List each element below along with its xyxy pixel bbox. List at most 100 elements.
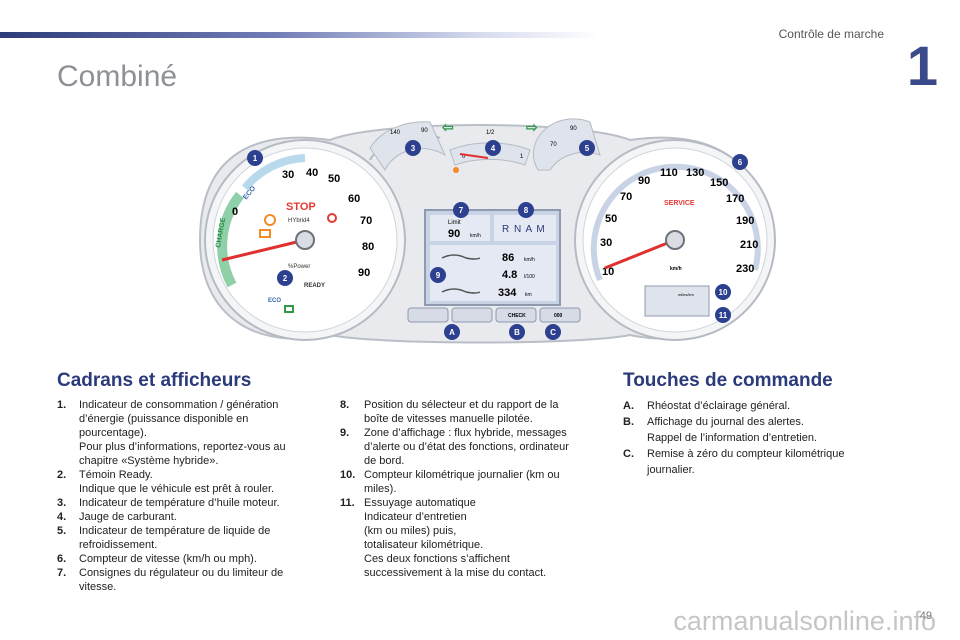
range-value: 334 — [498, 287, 517, 299]
limit-unit: km/h — [470, 233, 481, 239]
list-item: 11.Essuyage automatique Indicateur d’ent… — [340, 497, 547, 579]
speed-tick-label: 130 — [686, 167, 704, 179]
speed-tick-label: 90 — [638, 175, 650, 187]
section-title-touches: Touches de commande — [623, 370, 833, 391]
callout-2: 2 — [283, 274, 288, 283]
reset-button-label: 000 — [554, 313, 563, 319]
engine-warning-icon — [259, 229, 271, 238]
power-label: %Power — [288, 264, 310, 270]
odometer-display — [644, 285, 710, 317]
callout-1: 1 — [253, 154, 258, 163]
check-button-label: CHECK — [508, 313, 526, 319]
fuel-full: 1 — [520, 154, 524, 160]
range-unit: km — [525, 292, 532, 298]
power-tick-label: 30 — [282, 169, 294, 181]
oil-temp-mid: 90 — [421, 128, 428, 134]
callout-11: 11 — [719, 311, 728, 320]
callout-b: B — [514, 328, 520, 337]
coolant-temp-gauge — [533, 118, 601, 171]
car-icon — [441, 288, 481, 294]
check-button[interactable] — [495, 307, 537, 323]
speed-unit: km/h — [670, 266, 682, 272]
trip-speed-value: 86 — [502, 252, 514, 264]
page-number: 49 — [919, 610, 932, 622]
callout-c: C — [550, 328, 556, 337]
power-tick-label: 50 — [328, 173, 340, 185]
fuel-needle — [459, 153, 489, 159]
section-title-cadrans: Cadrans et afficheurs — [57, 370, 252, 391]
power-tick-label: 80 — [362, 241, 374, 253]
list-item: 9.Zone d’affichage : flux hybride, messa… — [340, 427, 569, 467]
stop-indicator: STOP — [286, 201, 316, 213]
watermark: carmanualsonline.info — [673, 606, 936, 636]
coolant-temp-min: 70 — [550, 142, 557, 148]
turn-right-icon: ⇨ — [526, 119, 538, 135]
callout-10: 10 — [719, 288, 728, 297]
oil-temp-max: 140 — [390, 130, 401, 136]
list-item: 4.Jauge de carburant. — [57, 511, 177, 523]
list-item: 2.Témoin Ready. Indique que le véhicule … — [57, 469, 275, 495]
fuel-empty: 0 — [462, 154, 466, 160]
odometer-unit: miles/km — [678, 292, 694, 297]
speed-tick-label: 230 — [736, 263, 754, 275]
limit-label: Limit — [448, 220, 461, 226]
instrument-cluster-illustration: CHARGE ECO 0 30 40 50 60 70 80 90 STOP H… — [198, 118, 776, 344]
gear-indicator: R N A M — [502, 224, 546, 235]
speed-tick-label: 110 — [660, 167, 678, 179]
list-item: 7.Consignes du régulateur ou du limiteur… — [57, 567, 284, 593]
orange-indicator-icon — [453, 167, 459, 173]
consumption-unit: l/100 — [524, 274, 535, 280]
page-title: Combiné — [57, 60, 178, 93]
coolant-temp-mid: 90 — [570, 126, 577, 132]
section-label: Contrôle de marche — [778, 27, 884, 41]
limit-value: 90 — [448, 228, 460, 240]
trip-speed-unit: km/h — [524, 257, 535, 263]
speed-needle — [604, 238, 676, 270]
list-item: 5.Indicateur de température de liquide d… — [57, 525, 271, 551]
touches-list: A.Rhéostat d’éclairage général. B.Affich… — [623, 398, 893, 478]
callout-3: 3 — [411, 144, 416, 153]
turn-left-icon: ⇦ — [441, 119, 454, 135]
power-tick-label: 40 — [306, 167, 318, 179]
callout-markers: 1 2 3 4 5 6 7 8 9 10 11 A B C — [247, 140, 748, 340]
speed-tick-label: 30 — [600, 237, 612, 249]
brake-warning-icon — [327, 213, 337, 223]
speed-tick-label: 170 — [726, 193, 744, 205]
header-bar — [0, 32, 600, 38]
car-icon — [441, 254, 481, 260]
list-item: 6.Compteur de vitesse (km/h ou mph). — [57, 553, 257, 565]
callout-7: 7 — [459, 206, 464, 215]
power-needle — [221, 238, 306, 262]
button-a2[interactable] — [451, 307, 493, 323]
list-item: 1.Indicateur de consommation / génératio… — [57, 399, 286, 467]
list-item: C.Remise à zéro du compteur kilométrique… — [623, 448, 845, 476]
callout-4: 4 — [491, 144, 496, 153]
eco-label: ECO — [268, 298, 281, 304]
consumption-value: 4.8 — [502, 269, 517, 281]
ready-label: READY — [304, 283, 325, 289]
light-indicator-icon — [284, 305, 294, 313]
list-item: B.Affichage du journal des alertes. Rapp… — [623, 416, 817, 444]
callout-a: A — [449, 328, 455, 337]
callout-5: 5 — [585, 144, 590, 153]
speed-tick-label: 210 — [740, 239, 758, 251]
reset-button[interactable] — [539, 307, 581, 323]
list-item: 3.Indicateur de température d’huile mote… — [57, 497, 280, 509]
list-item: 8.Position du sélecteur et du rapport de… — [340, 399, 559, 425]
service-indicator: SERVICE — [664, 200, 695, 207]
list-item: A.Rhéostat d’éclairage général. — [623, 400, 791, 412]
speed-tick-label: 50 — [605, 213, 617, 225]
speed-tick-label: 70 — [620, 191, 632, 203]
callout-8: 8 — [524, 206, 529, 215]
cadrans-list-left: 1.Indicateur de consommation / génératio… — [57, 398, 322, 594]
warning-icon — [264, 214, 276, 226]
callout-6: 6 — [738, 158, 743, 167]
power-tick-label: 90 — [358, 267, 370, 279]
speed-tick-label: 10 — [602, 266, 614, 278]
power-tick-label: 70 — [360, 215, 372, 227]
button-a[interactable] — [407, 307, 449, 323]
power-tick-label: 60 — [348, 193, 360, 205]
fuel-half: 1/2 — [486, 130, 495, 136]
callout-9: 9 — [436, 271, 441, 280]
list-item: 10.Compteur kilométrique journalier (km … — [340, 469, 560, 495]
